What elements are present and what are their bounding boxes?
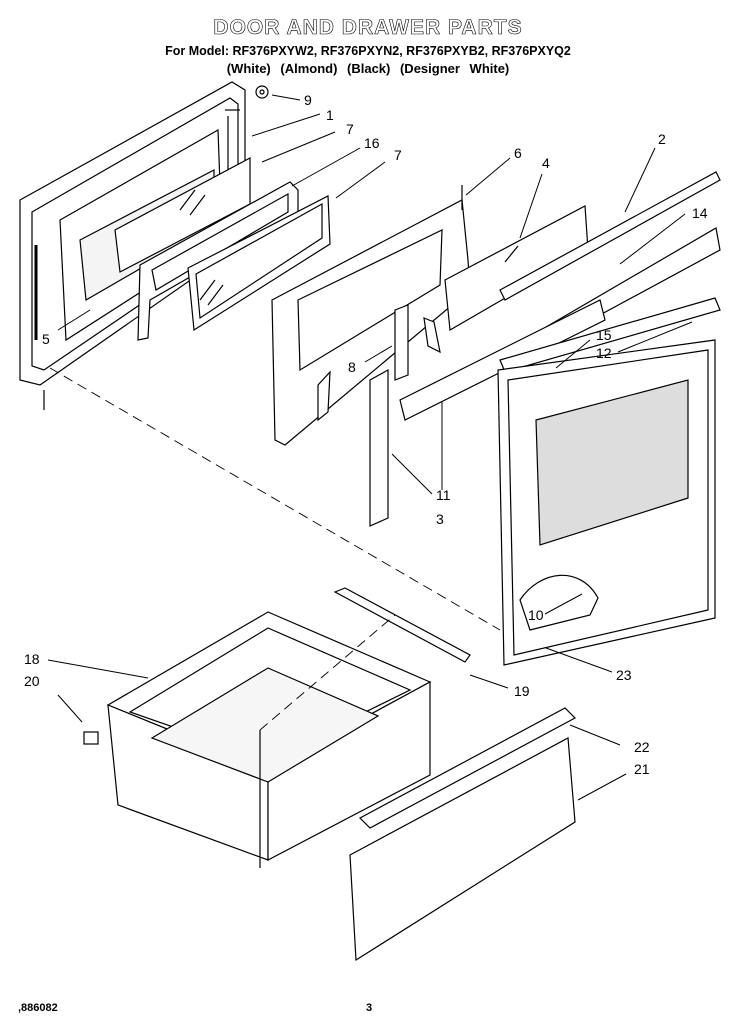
color-list: (White) (Almond) (Black) (Designer White… [226, 61, 510, 76]
callout-11: 11 [436, 487, 451, 503]
callout-20: 20 [24, 673, 40, 689]
inner-door-liner [271, 185, 471, 446]
callout-22: 22 [634, 739, 650, 755]
callout-7-upper: 7 [346, 121, 354, 137]
callout-6: 6 [514, 145, 522, 161]
door-glass-lower [187, 195, 331, 332]
drawer-box [106, 611, 432, 868]
callout-23: 23 [616, 667, 632, 683]
door-hinge [394, 304, 409, 381]
callout-19: 19 [514, 683, 530, 699]
door-bumper [255, 85, 269, 99]
drawer-trim [359, 707, 576, 829]
callout-8: 8 [348, 359, 356, 375]
callout-21: 21 [634, 761, 650, 777]
callout-12: 12 [596, 345, 612, 361]
callout-15: 15 [596, 327, 612, 343]
callout-1: 1 [326, 107, 334, 123]
drawer-clip [83, 731, 99, 745]
document-number: ,886082 [18, 1002, 58, 1014]
callout-16: 16 [364, 135, 380, 151]
callout-4: 4 [542, 155, 550, 171]
callout-10: 10 [528, 607, 544, 623]
model-list: For Model: RF376PXYW2, RF376PXYN2, RF376… [165, 44, 571, 58]
callout-2: 2 [658, 131, 666, 147]
window-glass [444, 205, 589, 331]
drawer-rail [333, 587, 471, 663]
page-title: DOOR AND DRAWER PARTS [213, 16, 523, 40]
vent-strip [369, 368, 389, 527]
callout-18: 18 [24, 651, 40, 667]
drawer-front [349, 737, 576, 962]
door-inner-panel [497, 339, 716, 666]
callout-7-lower: 7 [394, 147, 402, 163]
callout-14: 14 [692, 205, 708, 221]
callout-3: 3 [436, 511, 444, 527]
callout-5: 5 [42, 331, 50, 347]
door-top-trim [499, 171, 721, 301]
page-number: 3 [366, 1002, 373, 1014]
callout-9: 9 [304, 92, 312, 108]
